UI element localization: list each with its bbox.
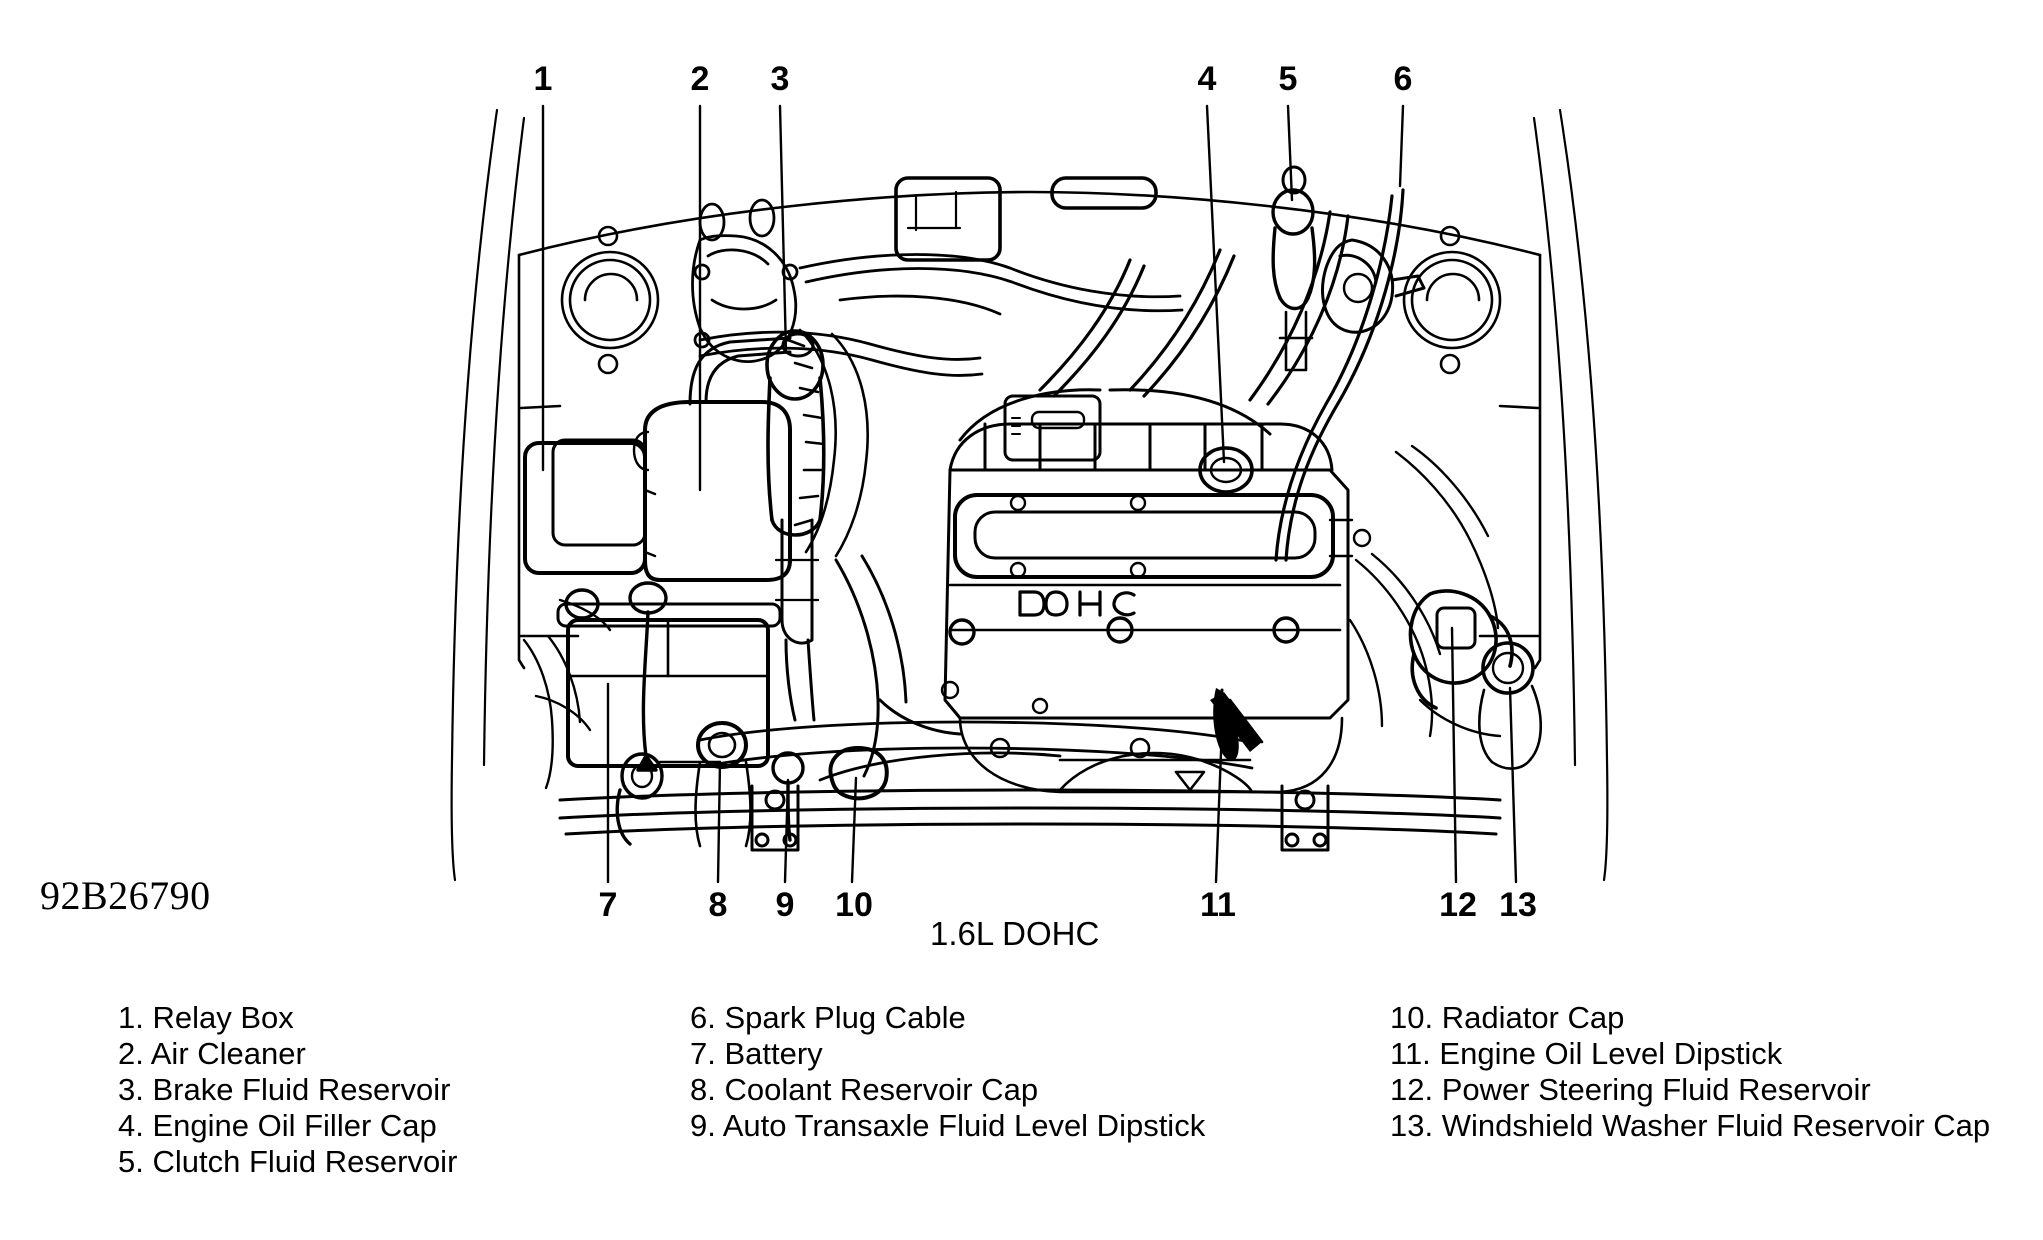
- legend-column-1: 1. Relay Box 2. Air Cleaner 3. Brake Flu…: [118, 1000, 457, 1180]
- callout-number: 2: [690, 60, 710, 98]
- legend-item: 6. Spark Plug Cable: [690, 1000, 966, 1035]
- radiator-support-crossmember: [558, 788, 1502, 836]
- engine-oil-filler-cap: [1198, 446, 1254, 494]
- hood-front-edge: [517, 190, 1542, 257]
- firewall-slot-opening: [1050, 176, 1158, 210]
- legend-column-3: 10. Radiator Cap 11. Engine Oil Level Di…: [1390, 1000, 1990, 1144]
- valve-cover: [953, 493, 1335, 579]
- leader-13: [1508, 686, 1518, 884]
- callout-number: 1: [533, 60, 553, 98]
- leader-3: [778, 104, 788, 354]
- radiator-cap: [828, 746, 889, 801]
- engine-lower-case: [948, 583, 1342, 646]
- leader-8: [716, 760, 722, 884]
- callout-number: 8: [708, 886, 728, 924]
- engine-front-accessories: [958, 692, 1344, 794]
- firewall-component-box: [894, 176, 1002, 262]
- intake-manifold: [948, 388, 1334, 472]
- leader-6: [1398, 104, 1405, 188]
- engine-oil-level-dipstick: [1213, 688, 1239, 761]
- callout-number: 3: [770, 60, 790, 98]
- radiator-upper-tank: [698, 720, 1254, 782]
- callout-leader-lines: [541, 104, 1518, 884]
- leader-11: [1214, 724, 1224, 884]
- callout-number: 9: [775, 886, 795, 924]
- legend-item: 11. Engine Oil Level Dipstick: [1390, 1036, 1783, 1071]
- vehicle-body-outline: [450, 108, 1609, 882]
- coolant-reservoir-body: [694, 760, 752, 848]
- legend-item: 13. Windshield Washer Fluid Reservoir Ca…: [1390, 1108, 1991, 1143]
- spark-plug-cables: [1038, 188, 1405, 562]
- left-apron-detail: [522, 598, 612, 790]
- leader-5: [1286, 104, 1294, 202]
- callout-number: 12: [1439, 886, 1477, 924]
- legend-item: 10. Radiator Cap: [1390, 1000, 1625, 1035]
- figure-caption: 1.6L DOHC: [930, 915, 1100, 952]
- legend-column-2: 6. Spark Plug Cable 7. Battery 8. Coolan…: [690, 1000, 1205, 1144]
- left-engine-mount: [615, 752, 664, 846]
- right-strut-tower: [1402, 225, 1502, 375]
- callout-number: 6: [1393, 60, 1413, 98]
- callout-number: 11: [1200, 886, 1236, 924]
- legend-item: 7. Battery: [690, 1036, 823, 1071]
- leader-4: [1205, 104, 1226, 464]
- right-apron-detail: [1348, 444, 1502, 738]
- corrugated-intake-hose: [786, 328, 869, 558]
- figure-reference-number: 92B26790: [40, 873, 211, 918]
- callout-number: 5: [1278, 60, 1298, 98]
- left-strut-tower: [560, 225, 660, 375]
- callout-number: 10: [835, 886, 873, 924]
- legend-item: 2. Air Cleaner: [118, 1036, 306, 1071]
- left-engine-accessory-cluster: [691, 198, 799, 363]
- valve-cover-dohc-text: [1018, 590, 1136, 617]
- misc-hardware: [940, 518, 1372, 715]
- legend-item: 1. Relay Box: [118, 1000, 294, 1035]
- lower-coolant-hoses: [834, 554, 962, 778]
- leader-12: [1450, 626, 1458, 884]
- callout-number: 7: [598, 886, 618, 924]
- windshield-washer-reservoir-cap: [1481, 641, 1535, 695]
- clutch-fluid-reservoir: [1271, 165, 1317, 311]
- coolant-reservoir-cap: [696, 721, 748, 769]
- legend-item: 4. Engine Oil Filler Cap: [118, 1108, 437, 1143]
- wiring-harness: [698, 253, 1184, 377]
- legend-item: 9. Auto Transaxle Fluid Level Dipstick: [690, 1108, 1206, 1143]
- leader-10: [850, 776, 858, 884]
- body-mount-bracket-right: [1280, 784, 1330, 852]
- legend-item: 12. Power Steering Fluid Reservoir: [1390, 1072, 1871, 1107]
- legend-item: 8. Coolant Reservoir Cap: [690, 1072, 1039, 1107]
- callout-number: 13: [1499, 886, 1537, 924]
- legend-item: 5. Clutch Fluid Reservoir: [118, 1144, 458, 1179]
- callout-number: 4: [1197, 60, 1217, 98]
- distributor-assembly: [1321, 238, 1426, 334]
- throttle-body: [1003, 394, 1102, 462]
- engine-block: [943, 468, 1350, 720]
- legend-item: 3. Brake Fluid Reservoir: [118, 1072, 451, 1107]
- radiator-fan-shroud: [1058, 751, 1254, 794]
- air-cleaner: [632, 400, 792, 582]
- brake-master-cylinder: [774, 518, 820, 722]
- legend: 1. Relay Box 2. Air Cleaner 3. Brake Flu…: [0, 1000, 2043, 1190]
- leader-9: [783, 778, 790, 884]
- brake-fluid-reservoir: [765, 329, 826, 537]
